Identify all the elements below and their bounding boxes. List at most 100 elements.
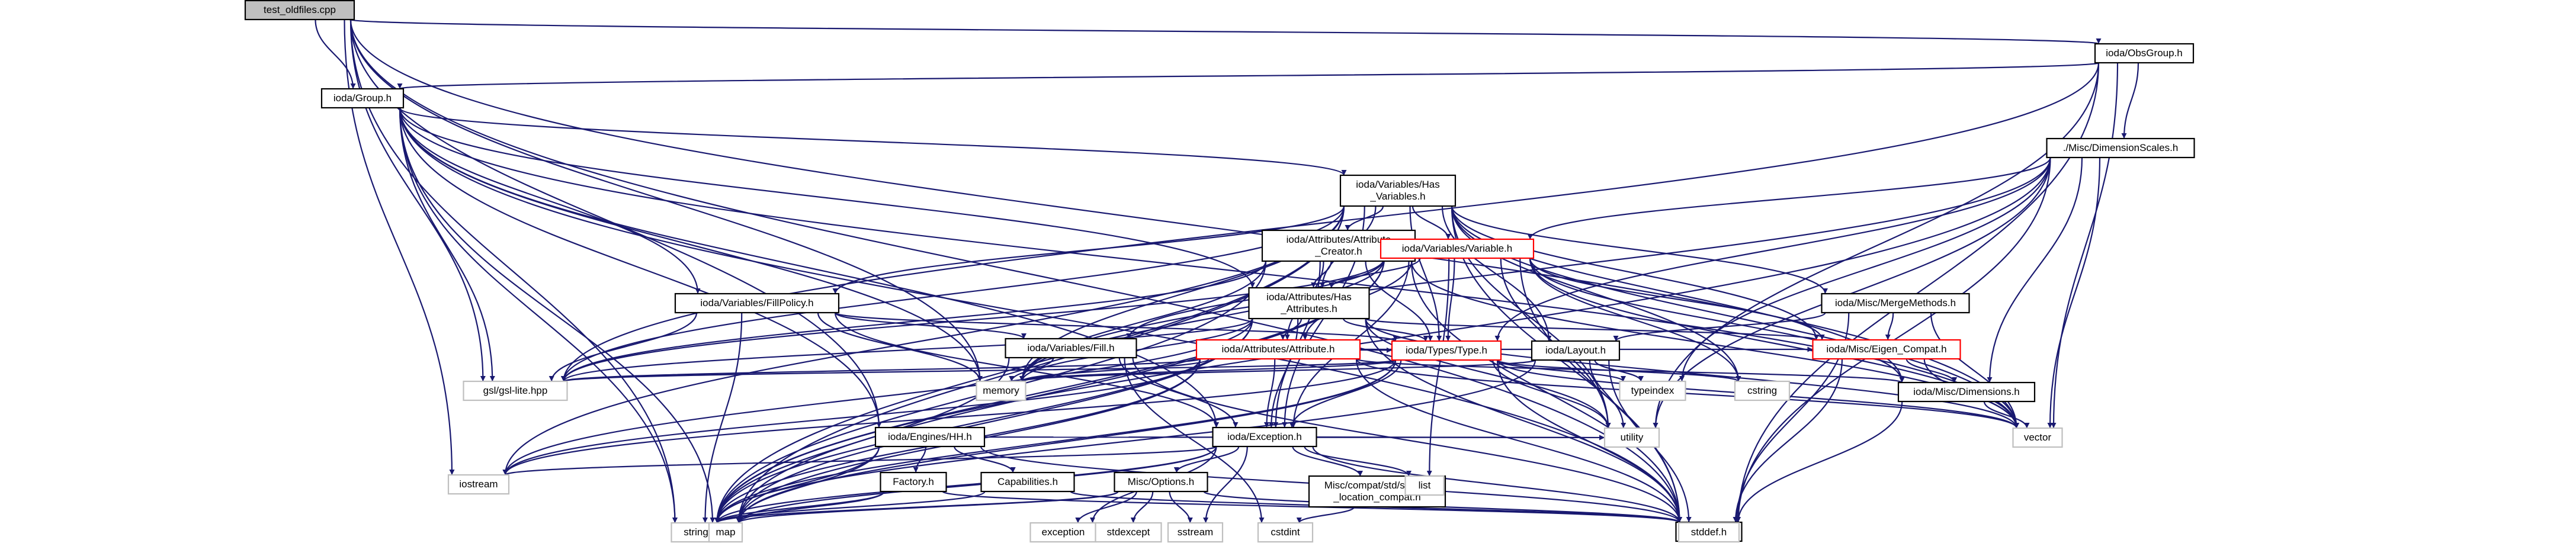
- node-layout[interactable]: ioda/Layout.h: [1531, 340, 1621, 361]
- node-label-fillpolicy: ioda/Variables/FillPolicy.h: [700, 297, 813, 309]
- edge-hasvars-to-attcreator: [1345, 205, 1384, 231]
- node-box-sstream: [1167, 522, 1224, 543]
- node-dimensions[interactable]: ioda/Misc/Dimensions.h: [1897, 381, 2036, 403]
- node-label-hasvars: _Variables.h: [1369, 191, 1425, 202]
- edge-eigencompat-to-dimensions: [1905, 358, 1958, 383]
- node-label-varfill: ioda/Variables/Fill.h: [1027, 342, 1114, 354]
- node-variable[interactable]: ioda/Variables/Variable.h: [1380, 238, 1535, 259]
- edge-root-to-group: [315, 19, 356, 89]
- node-root[interactable]: test_oldfiles.cpp: [244, 0, 355, 21]
- edge-group-to-hasvars: [399, 107, 1347, 176]
- edge-group-to-exception: [399, 107, 1219, 428]
- node-hh[interactable]: ioda/Engines/HH.h: [874, 426, 986, 448]
- edge-hasatts-to-attribute: [1280, 318, 1303, 340]
- node-utility[interactable]: utility: [1603, 427, 1660, 448]
- node-label-typeindex: typeindex: [1631, 385, 1674, 396]
- node-exceptionstd[interactable]: exception: [1029, 522, 1097, 543]
- node-vector[interactable]: vector: [2012, 427, 2063, 448]
- edge-mergemethods-to-vector: [1930, 312, 2019, 429]
- node-sstream[interactable]: sstream: [1167, 522, 1224, 543]
- node-label-hasatts: _Attributes.h: [1280, 303, 1337, 314]
- node-box-typeindex: [1619, 380, 1686, 401]
- edge-hasvars-to-cstring: [1451, 205, 1741, 382]
- edge-group-to-hasatts: [399, 107, 1255, 288]
- node-options[interactable]: Misc/Options.h: [1114, 471, 1208, 493]
- node-box-obsgroup: [2094, 43, 2195, 64]
- node-label-cstring: cstring: [1747, 385, 1777, 396]
- node-type[interactable]: ioda/Types/Type.h: [1391, 340, 1502, 361]
- node-label-hasvars: ioda/Variables/Has: [1356, 179, 1439, 190]
- node-cstring[interactable]: cstring: [1734, 380, 1791, 401]
- edge-options-to-string: [714, 490, 1119, 524]
- node-hasatts[interactable]: ioda/Attributes/Has_Attributes.h: [1248, 287, 1370, 320]
- node-label-vector: vector: [2024, 432, 2052, 443]
- node-label-variable: ioda/Variables/Variable.h: [1402, 243, 1513, 254]
- edge-eigencompat-to-defs: [1733, 358, 1843, 523]
- edge-obsgroup-to-group: [397, 62, 2100, 90]
- edge-hasatts-to-vector: [1365, 318, 2019, 429]
- node-box-iostream: [447, 474, 510, 495]
- node-label-attribute: ioda/Attributes/Attribute.h: [1222, 343, 1335, 355]
- node-box-hasvars: [1339, 174, 1457, 207]
- node-dimscales[interactable]: ./Misc/DimensionScales.h: [2046, 137, 2195, 159]
- node-cstdint[interactable]: cstdint: [1257, 522, 1314, 543]
- edge-exception-to-srcloc: [1292, 446, 1363, 477]
- edge-exception-to-options: [1173, 446, 1240, 473]
- nodes-layer: test_oldfiles.cpp ioda/ObsGroup.h ioda/Gro…: [244, 0, 2195, 543]
- edge-hasatts-to-type: [1342, 318, 1429, 342]
- node-label-group: ioda/Group.h: [333, 92, 392, 104]
- edge-capabilities-to-string: [714, 490, 986, 524]
- node-box-exceptionstd: [1029, 522, 1097, 543]
- node-label-factory: Factory.h: [893, 476, 934, 487]
- edge-variable-to-gsl: [561, 258, 1385, 382]
- edge-exception-to-utility: [1316, 435, 1605, 441]
- edge-dimscales-to-typeindex: [1679, 157, 2051, 382]
- node-box-eigencompat: [1812, 339, 1961, 360]
- node-box-gsl: [463, 380, 568, 401]
- node-label-iostream: iostream: [459, 478, 498, 490]
- node-list[interactable]: list: [1404, 475, 1445, 496]
- edge-hasatts-to-defs: [1365, 318, 1682, 523]
- edge-attribute-to-defs: [1355, 358, 1682, 523]
- node-varfill[interactable]: ioda/Variables/Fill.h: [1005, 338, 1137, 359]
- node-factory[interactable]: Factory.h: [880, 471, 947, 493]
- node-exception[interactable]: ioda/Exception.h: [1212, 426, 1317, 448]
- node-box-cstdint: [1257, 522, 1314, 543]
- node-memory[interactable]: memory: [976, 380, 1026, 401]
- node-box-varfill: [1005, 338, 1137, 359]
- node-attribute[interactable]: ioda/Attributes/Attribute.h: [1195, 339, 1361, 360]
- node-stdexcept[interactable]: stdexcept: [1095, 522, 1162, 543]
- edge-dimensions-to-defs: [1735, 401, 1903, 523]
- edge-exception-to-map: [736, 446, 1217, 523]
- edge-variable-to-memory: [1019, 258, 1385, 382]
- node-label-exception: ioda/Exception.h: [1227, 431, 1302, 442]
- edge-attcreator-to-defs: [1410, 261, 1682, 523]
- node-group[interactable]: ioda/Group.h: [320, 88, 405, 109]
- node-label-hh: ioda/Engines/HH.h: [888, 431, 972, 442]
- edge-dimscales-to-variable: [1527, 157, 2051, 240]
- edge-obsgroup-to-vector: [2051, 62, 2119, 429]
- node-label-layout: ioda/Layout.h: [1545, 345, 1606, 356]
- node-mergemethods[interactable]: ioda/Misc/MergeMethods.h: [1821, 293, 1970, 314]
- node-label-list: list: [1419, 480, 1431, 491]
- node-iostream[interactable]: iostream: [447, 474, 510, 495]
- edge-type-to-memory: [1019, 359, 1397, 383]
- node-stddef[interactable]: stddef.h: [1677, 522, 1740, 543]
- node-map[interactable]: map: [708, 522, 743, 543]
- edge-mergemethods-to-eigencompat: [1885, 312, 1894, 340]
- edge-root-to-obsgroup: [349, 18, 2101, 45]
- node-fillpolicy[interactable]: ioda/Variables/FillPolicy.h: [674, 293, 840, 314]
- node-label-hasatts: ioda/Attributes/Has: [1266, 291, 1352, 303]
- node-typeindex[interactable]: typeindex: [1619, 380, 1686, 401]
- edges-layer: [315, 18, 2139, 541]
- edge-variable-to-eigencompat: [1529, 258, 1825, 340]
- node-hasvars[interactable]: ioda/Variables/Has_Variables.h: [1339, 174, 1457, 207]
- node-obsgroup[interactable]: ioda/ObsGroup.h: [2094, 43, 2195, 64]
- node-gsl[interactable]: gsl/gsl-lite.hpp: [463, 380, 568, 401]
- node-box-utility: [1603, 427, 1660, 448]
- node-eigencompat[interactable]: ioda/Misc/Eigen_Compat.h: [1812, 339, 1961, 360]
- edge-layout-to-memory: [1019, 359, 1536, 383]
- node-capabilities[interactable]: Capabilities.h: [980, 471, 1075, 493]
- edge-hasvars-to-variable: [1411, 205, 1451, 240]
- edge-obsgroup-to-gsl: [561, 62, 2100, 382]
